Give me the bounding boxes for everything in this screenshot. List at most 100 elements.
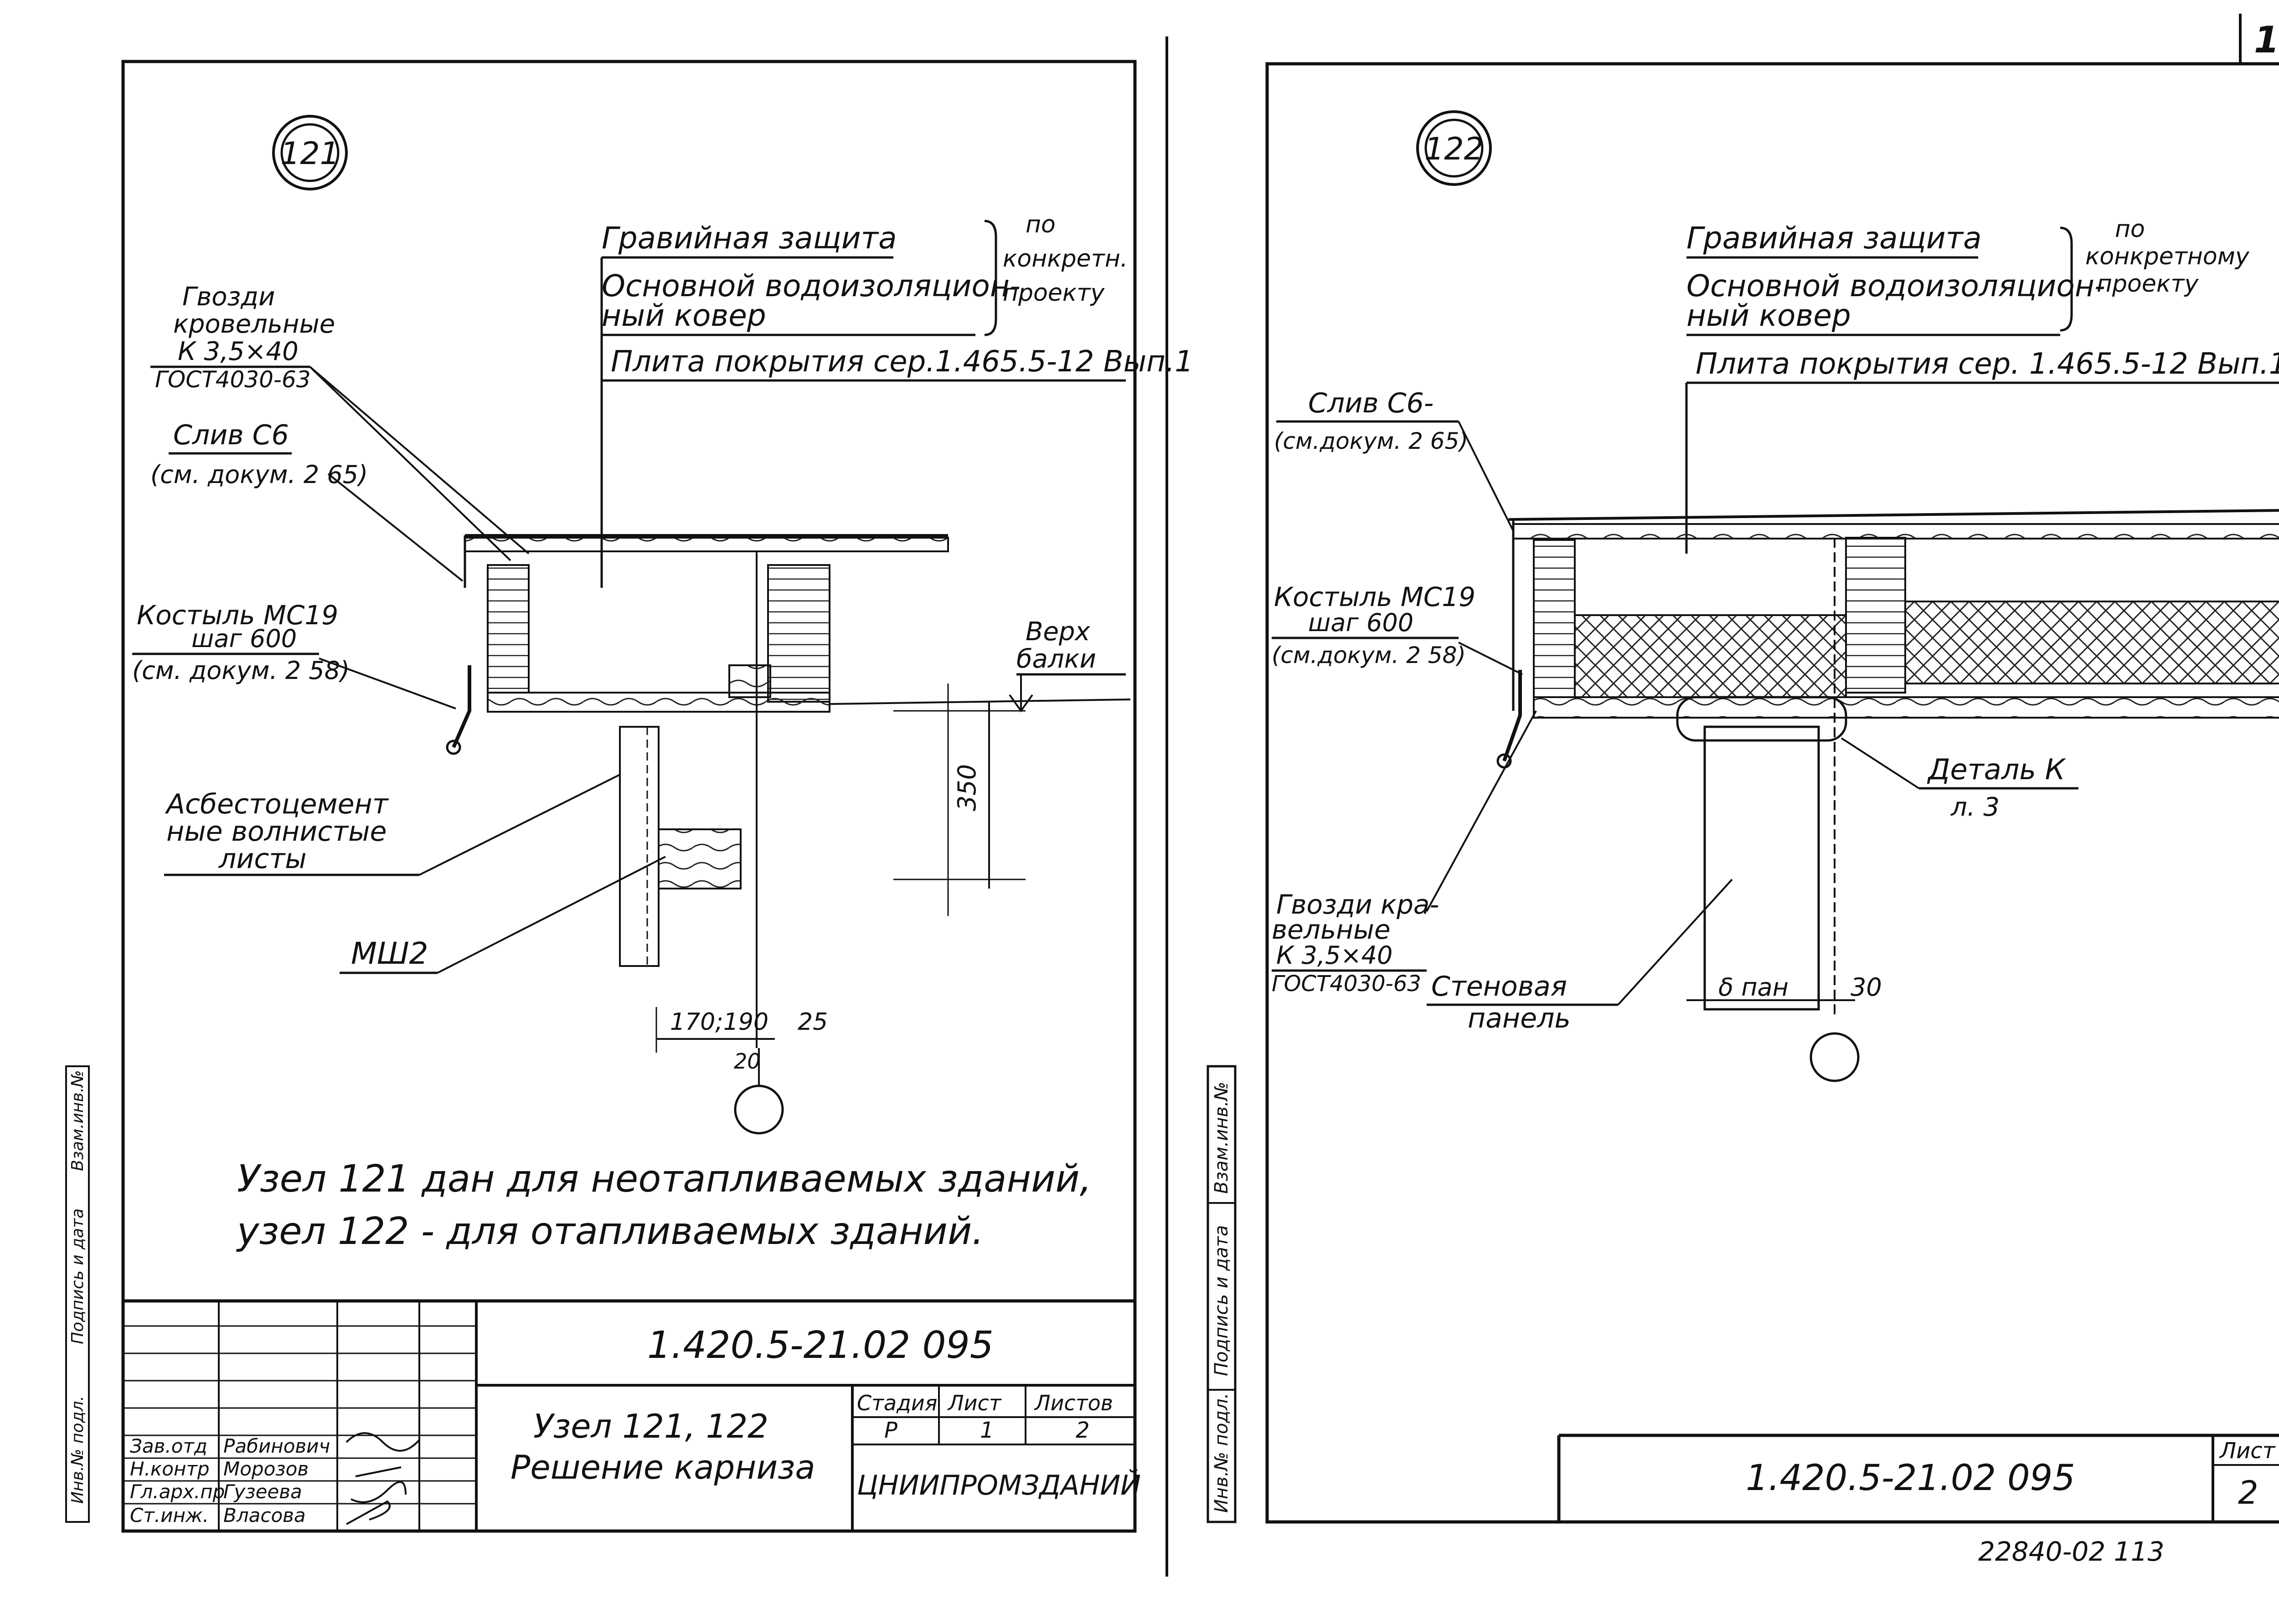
bracket-line-3: проекту (1003, 279, 1105, 307)
sheets-value: 2 (1076, 1418, 1090, 1443)
right-margin-repl: Взам.инв.№ (1211, 1082, 1232, 1194)
r-nails-1: Гвозди кра- (1276, 889, 1439, 920)
r-axis-bubble (1810, 1032, 1860, 1082)
callout-gravel: Гравийная защита (602, 221, 897, 256)
r-drain-2: (см.докум. 2 65) (1274, 428, 1468, 454)
r-nails-leader (1426, 710, 1537, 912)
stage-header: Стадия (857, 1391, 937, 1415)
node-121-label: 121 (280, 136, 340, 172)
left-margin-box (65, 1065, 90, 1523)
sheet-header: Лист (947, 1391, 1002, 1415)
title-name-2: Решение карниза (510, 1448, 815, 1486)
nails-leader-2 (309, 366, 511, 561)
crutch-leader (319, 658, 456, 709)
r-crutch-3: (см.докум. 2 58) (1272, 642, 1466, 668)
nails-4: ГОСТ4030-63 (155, 366, 311, 393)
left-title-block: Зав.отд Рабинович Н.контр Морозов Гл.арх… (123, 1299, 1141, 1531)
msh2-label: МШ2 (351, 936, 428, 971)
drain-leader (327, 473, 464, 582)
panel-leader (1617, 879, 1733, 1006)
asbestos-leader (419, 774, 620, 876)
left-margin-repl: Взам.инв.№ (68, 1070, 87, 1171)
middle-rib (767, 564, 830, 703)
eave-detail-121 (446, 534, 1131, 1135)
left-rib (487, 564, 530, 694)
r-sheet-header: Лист (2219, 1438, 2276, 1464)
callout-slab: Плита покрытия сер.1.465.5-12 Вып.1 (611, 345, 1193, 379)
beam-top-arrow (1009, 674, 1033, 713)
r-callout-carpet-1: Основной водоизоляцион- (1686, 268, 2105, 303)
sheets-header: Листов (1034, 1391, 1113, 1415)
crutch-3: (см. докум. 2 58) (132, 656, 350, 685)
stage-value: Р (884, 1418, 897, 1443)
detail-k-outline (1676, 696, 1847, 742)
r-nails-4: ГОСТ4030-63 (1272, 971, 1421, 997)
eave-detail-122 (1496, 509, 2279, 1082)
asbestos-2: ные волнистые (166, 816, 387, 848)
asbestos-1: Асбестоцемент (165, 788, 389, 820)
r-callout-carpet-2: ный ковер (1686, 298, 1851, 333)
panel-2: панель (1468, 1002, 1571, 1034)
role-2: Н.контр (130, 1458, 210, 1480)
dim-350: 350 (953, 764, 981, 811)
role-3: Гл.арх.пр (130, 1480, 225, 1503)
right-sheet: 122 Гравийная защита Основной водоизоляц… (1265, 62, 2279, 1567)
title-name-1: Узел 121, 122 (533, 1407, 768, 1445)
panel-1: Стеновая (1431, 971, 1567, 1002)
beam-top-2: балки (1016, 644, 1096, 674)
bracket-line-2: конкретн. (1003, 245, 1128, 272)
nails-2: кровельные (173, 309, 335, 339)
crutch-1: Костыль МС19 (137, 600, 338, 631)
role-1: Зав.отд (130, 1435, 207, 1457)
node-122-outer-circle (1416, 110, 1492, 186)
sheet-value: 1 (980, 1418, 994, 1443)
r-roof-carpet (1508, 509, 2279, 521)
page-number: 112 (2254, 19, 2279, 61)
signatures (345, 1432, 420, 1525)
r-bracket-line-3: проекту (2097, 270, 2199, 298)
r-title-code: 1.420.5-21.02 095 (1746, 1458, 2075, 1499)
msh2-block (658, 828, 742, 889)
r-callout-gravel: Гравийная защита (1686, 221, 1982, 256)
r-crutch-leader (1458, 642, 1523, 675)
role-4: Ст.инж. (130, 1504, 209, 1526)
r-crutch-end (1496, 753, 1512, 769)
r-bracket-line-2: конкретному (2085, 243, 2250, 270)
name-2: Морозов (223, 1458, 309, 1480)
r-drain-1: Слив С6- (1308, 387, 1433, 419)
r-nails-3: К 3,5×40 (1276, 941, 1392, 970)
r-callout-slab: Плита покрытия сер. 1.465.5-12 Вып.1и2 (1696, 347, 2279, 381)
right-margin-inv: Инв.№ подл. (1211, 1393, 1232, 1513)
callout-bracket (984, 220, 997, 336)
name-1: Рабинович (223, 1435, 330, 1457)
beam-top-1: Верх (1026, 617, 1090, 647)
archive-number: 22840-02 113 (1978, 1536, 2164, 1567)
nails-leader-1 (309, 366, 530, 555)
asbestos-3: листы (218, 843, 307, 875)
crutch-2: шаг 600 (191, 624, 297, 653)
dim-30: 30 (1851, 973, 1882, 1002)
r-crutch-2: шаг 600 (1308, 608, 1413, 637)
beam-block (728, 664, 771, 698)
r-left-rib (1533, 539, 1576, 698)
left-margin-stamp: Взам.инв.№ Подпись и дата Инв.№ подл. (65, 1065, 90, 1523)
r-crutch-bar (1502, 670, 1522, 762)
insulation-right (1904, 601, 2279, 684)
name-3: Гузеева (223, 1480, 302, 1503)
r-bottom-flange (1533, 696, 2279, 719)
nails-3: К 3,5×40 (178, 337, 299, 366)
drain-1: Слив С6 (173, 419, 289, 451)
r-roof-slab (1512, 523, 2279, 540)
name-4: Власова (223, 1504, 306, 1526)
r-callout-bracket (2060, 226, 2073, 332)
asbestos-sheet (619, 726, 660, 967)
bracket-line-1: по (1026, 211, 1056, 238)
insulation-left (1574, 614, 1847, 698)
crutch-bar (452, 665, 471, 748)
note-line-1: Узел 121 дан для неотапливаемых зданий, (237, 1157, 1092, 1201)
dim-25: 25 (798, 1008, 828, 1036)
left-sheet: 121 Гравийная защита Основной водоизоляц… (121, 60, 1193, 1533)
r-drain-leader (1458, 421, 1514, 531)
dim-170: 170;190 (670, 1008, 768, 1036)
crutch-end (446, 740, 461, 755)
